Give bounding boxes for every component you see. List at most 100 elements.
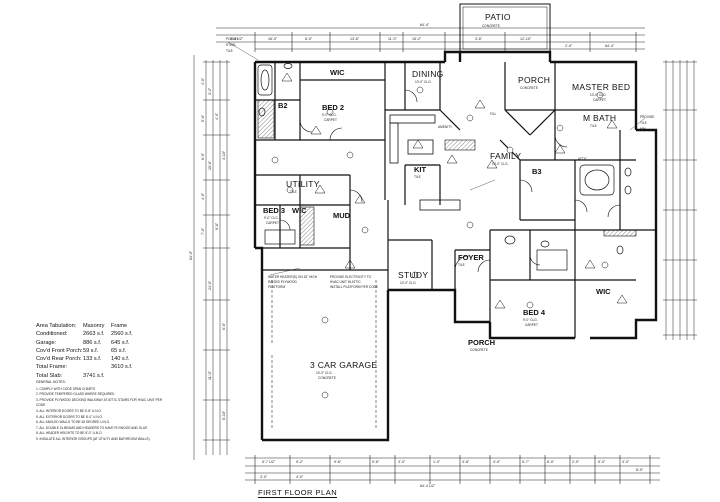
smoke-detector-symbols: [281, 72, 628, 309]
drawing-title: FIRST FLOOR PLAN: [258, 488, 338, 498]
garage-finish: CONCRETE: [318, 376, 336, 380]
general-notes: GENERAL NOTES: 1. COMPLY WITH CODE SPAN …: [36, 380, 166, 443]
area-tabulation-header: Area Tabulation: Masonry Frame: [36, 322, 136, 330]
dining-ceiling: 10'-0" CLG.: [415, 80, 432, 84]
svg-text:PROVIDE: PROVIDE: [640, 115, 654, 119]
room-label-dining: DINING: [412, 69, 444, 79]
bottom-dimension-text: 3'-0": [260, 475, 268, 479]
svg-text:INSTALL PLATFORM PER CODE: INSTALL PLATFORM PER CODE: [330, 285, 378, 289]
area-header-masonry: Masonry: [83, 323, 105, 329]
top-dimension-text: 4'-4 1/2": [230, 37, 244, 41]
area-cell: Total Frame:: [36, 364, 68, 371]
bottom-dimension-text: 8'-0": [636, 468, 644, 472]
bed2-ceiling: 9'-0" CLG.: [322, 113, 337, 117]
left-dimension-text: 6'-6": [222, 322, 226, 330]
room-label-wic-top: WIC: [330, 68, 345, 77]
bottom-dimension-text: 5'-0": [598, 460, 606, 464]
room-label-garage: 3 CAR GARAGE: [310, 360, 377, 370]
kitchen-counters: [389, 114, 461, 211]
area-row: Garage:886 s.f.645 s.f.: [36, 339, 136, 347]
left-dimension-text: 11'-0": [208, 370, 212, 380]
general-note-item: 5. ALL EXTERIOR DOORS TO BE 8'-0" U.N.O.: [36, 414, 103, 419]
general-note-item: 1. COMPLY WITH CODE SPAN CHARTS: [36, 386, 96, 391]
master-bed-finish: CARPET: [593, 98, 606, 102]
left-dimension-texts: 4'-0"5'-6"6'-0"4'-0"7'-0"3'-2"10'-6"24'-…: [201, 77, 226, 420]
m-bath-finish: TILE: [590, 124, 597, 128]
room-label-master-bed: MASTER BED: [572, 82, 630, 92]
left-dimension-text: 7'-0": [201, 227, 205, 235]
room-label-bed2: BED 2: [322, 103, 344, 112]
room-label-wic-mid: WIC: [292, 206, 307, 215]
master-bed-ceiling: 10'-0" CLG.: [590, 93, 607, 97]
left-dimension-text: 24'-0": [208, 280, 212, 290]
patio-finish: CONCRETE: [482, 24, 500, 28]
general-note-item: 9. INSULATE ALL INTERIOR GROUPS (AT UTIL…: [36, 436, 150, 441]
dimension-lines: [193, 27, 695, 481]
area-cell: 65 s.f.: [111, 347, 127, 354]
general-note-item: 7. ALL DOUBLE 2x BEAMS AND HEADERS TO HA…: [36, 425, 148, 430]
room-label-utility: UTILITY: [286, 179, 320, 189]
area-row: Cov'd Front Porch:59 s.f.65 s.f.: [36, 347, 136, 355]
top-dimension-texts: 4'-4 1/2"16'-0"6'-0"13'-6"11'-0"15'-2"3'…: [230, 37, 615, 48]
bottom-dimension-text: 5'-7": [522, 460, 530, 464]
area-tabulation-rows: Conditioned:2663 s.f.2560 s.f.Garage:886…: [36, 330, 136, 380]
area-cell: Conditioned:: [36, 331, 68, 338]
general-note-item: 3. PROVIDE PLYWOOD DECKING WALKWAY AT AT…: [36, 397, 163, 408]
area-cell: 645 s.f.: [111, 339, 130, 346]
general-note-item: 2. PROVIDE TEMPERED GLASS WHERE REQUIRED: [36, 392, 115, 397]
area-row: Cov'd Rear Porch:133 s.f. 140 s.f.: [36, 355, 136, 363]
garage-ceiling: 10'-0" CLG.: [316, 371, 333, 375]
top-dimension-text: 2'-0": [565, 44, 573, 48]
svg-text:PORCH: PORCH: [226, 37, 238, 41]
top-dimension-text: 6'-0": [305, 37, 313, 41]
area-cell: 140 s.f.: [111, 356, 130, 363]
svg-text:PLATFORM: PLATFORM: [268, 285, 285, 289]
exterior-walls: [253, 50, 658, 442]
bottom-dimension-text: 3'-8": [462, 460, 470, 464]
door-swings: [279, 89, 621, 273]
hatched-elements: [257, 99, 637, 246]
bottom-dimension-text: 3'-0": [398, 460, 406, 464]
bottom-dimension-text: 2'-9": [572, 460, 580, 464]
area-cell: Cov'd Rear Porch:: [36, 356, 82, 363]
room-label-b2: B2: [278, 101, 288, 110]
svg-text:WATER HEATER(S) ON 18" HIGH: WATER HEATER(S) ON 18" HIGH: [268, 275, 318, 279]
interior-walls: [255, 62, 656, 338]
left-dimension-text: 6'-10": [222, 410, 226, 420]
svg-text:MIN.: MIN.: [640, 127, 647, 131]
room-label-bed3: BED 3: [263, 206, 285, 215]
area-cell: 133 s.f.: [83, 356, 102, 363]
area-cell: Cov'd Front Porch:: [36, 347, 83, 354]
area-row: Conditioned:2663 s.f.2560 s.f.: [36, 330, 136, 338]
svg-text:PROVIDE ELECTRICITY TO: PROVIDE ELECTRICITY TO: [330, 275, 372, 279]
top-dimension-text: 64'-4": [605, 44, 615, 48]
utility-finish: TILE: [290, 190, 297, 194]
area-row: Total Frame:3610 s.f.: [36, 363, 136, 371]
area-cell: 2663 s.f.: [83, 331, 105, 338]
area-cell: 3741 s.f.: [83, 372, 105, 379]
bed3-finish: CARPET: [266, 221, 279, 225]
left-dimension-text: 3'-2": [208, 87, 212, 95]
overall-bottom-dimension: 64'-4 1/2": [420, 484, 436, 488]
porch-front-finish: CONCRETE: [470, 348, 488, 352]
area-cell: 886 s.f.: [83, 339, 102, 346]
top-dimension-text: 16'-0": [268, 37, 278, 41]
bed4-finish: CARPET: [525, 323, 538, 327]
svg-text:HVAC UNIT IN ATTIC: HVAC UNIT IN ATTIC: [330, 280, 361, 284]
study-ceiling: 10'-0" CLG.: [400, 281, 417, 285]
room-label-mud: MUD: [333, 211, 351, 220]
svg-text:TILE: TILE: [640, 121, 647, 125]
room-label-study: STUDY: [398, 270, 428, 280]
general-note-item: 6. ALL ANGLED WALLS TO BE 45 DEGREE U.N.…: [36, 420, 111, 425]
general-note-item: 4. ALL INTERIOR DOORS TO BE 6'-8" U.N.O.: [36, 408, 102, 413]
room-label-foyer: FOYER: [458, 253, 484, 262]
leader-lines: [227, 41, 646, 276]
area-header-frame: Frame: [111, 323, 128, 329]
top-dimension-text: 15'-2": [412, 37, 422, 41]
bottom-dimension-text: 6'-0": [547, 460, 555, 464]
plumbing-fixtures: [257, 63, 632, 271]
svg-text:TILE: TILE: [226, 49, 233, 53]
left-dimension-text: 9'-8": [215, 222, 219, 230]
room-label-kit: KIT: [414, 165, 427, 174]
